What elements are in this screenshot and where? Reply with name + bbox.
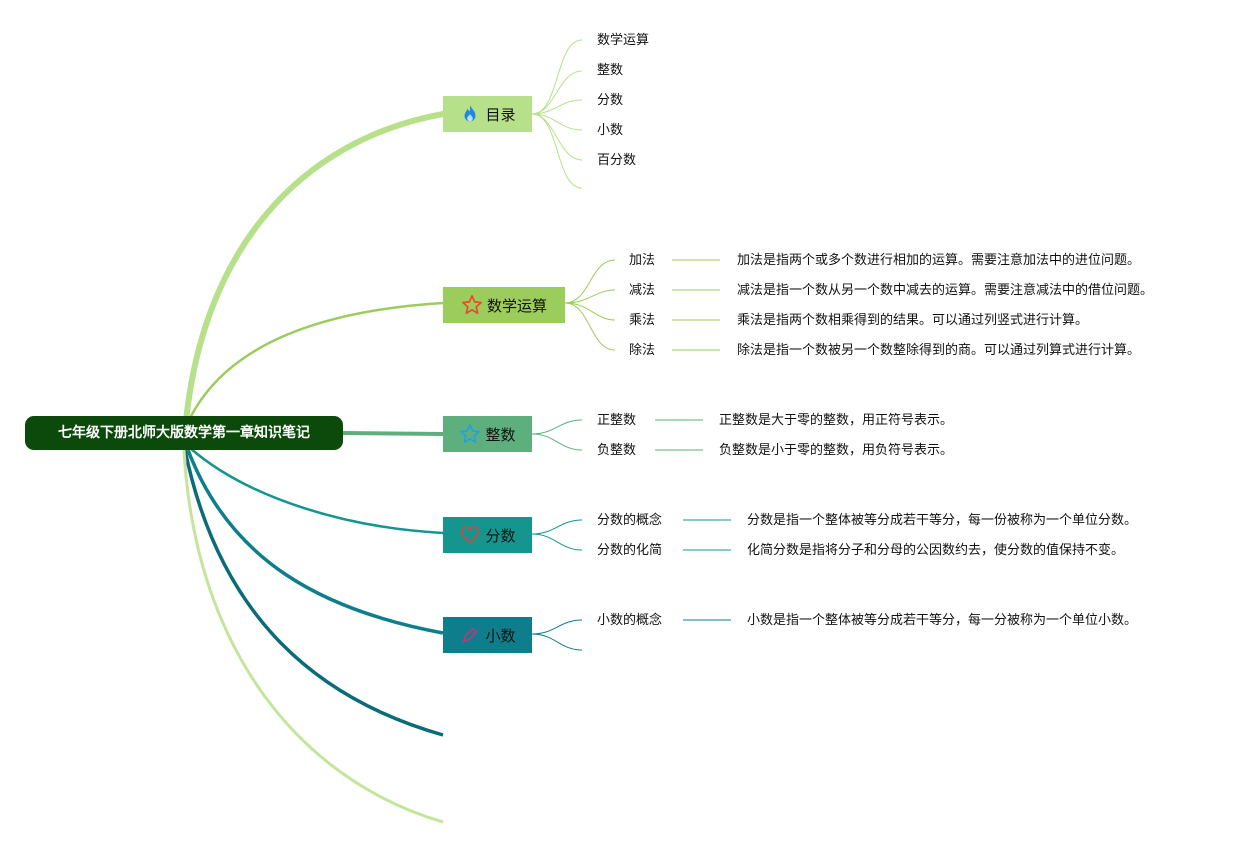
star-outline-icon <box>460 424 481 444</box>
branch-xiaoshu-label: 小数 <box>485 626 516 645</box>
yunsuan-item-name[interactable]: 加法 <box>629 253 656 268</box>
star-icon <box>461 295 482 315</box>
yunsuan-item-name[interactable]: 减法 <box>629 283 656 298</box>
link-root-extra-light <box>182 449 444 824</box>
mulu-item[interactable]: 数学运算 <box>597 33 650 48</box>
fenshu-item-name[interactable]: 分数的化简 <box>597 543 663 558</box>
yunsuan-item-desc[interactable]: 加法是指两个或多个数进行相加的运算。需要注意加法中的进位问题。 <box>737 253 1141 268</box>
link-root-zhengshu <box>342 431 444 436</box>
branch-yunsuan-label: 数学运算 <box>486 296 547 315</box>
zhengshu-item-name[interactable]: 负整数 <box>597 443 637 458</box>
yunsuan-item-desc[interactable]: 除法是指一个数被另一个数整除得到的商。可以通过列算式进行计算。 <box>737 343 1141 358</box>
branch-mulu[interactable]: 目录 <box>443 96 532 132</box>
fire-icon <box>464 104 476 122</box>
mulu-item[interactable]: 百分数 <box>597 153 637 168</box>
link-root-extra-dark <box>183 449 444 737</box>
xiaoshu-item-desc[interactable]: 小数是指一个整体被等分成若干等分，每一分被称为一个单位小数。 <box>747 613 1138 628</box>
link-root-fenshu <box>189 447 444 535</box>
yunsuan-item-desc[interactable]: 乘法是指两个数相乘得到的结果。可以通过列竖式进行计算。 <box>737 313 1089 328</box>
mulu-item[interactable]: 整数 <box>597 63 624 78</box>
zhengshu-item-desc[interactable]: 正整数是大于零的整数，用正符号表示。 <box>719 413 954 428</box>
mulu-item[interactable]: 分数 <box>597 93 624 108</box>
fenshu-item-name[interactable]: 分数的概念 <box>597 513 663 528</box>
pencil-icon <box>463 627 478 643</box>
zhengshu-item-desc[interactable]: 负整数是小于零的整数，用负符号表示。 <box>719 443 954 458</box>
link-root-mulu <box>182 111 446 435</box>
fenshu-item-desc[interactable]: 化简分数是指将分子和分母的公因数约去，使分数的值保持不变。 <box>747 543 1125 558</box>
branch-zhengshu[interactable]: 整数 <box>443 416 532 452</box>
yunsuan-item-name[interactable]: 除法 <box>629 343 656 358</box>
yunsuan-item-desc[interactable]: 减法是指一个数从另一个数中减去的运算。需要注意减法中的借位问题。 <box>737 283 1154 298</box>
branch-zhengshu-label: 整数 <box>485 425 516 444</box>
zhengshu-item-name[interactable]: 正整数 <box>597 413 637 428</box>
link-root-xiaoshu <box>186 449 444 635</box>
root-topic[interactable]: 七年级下册北师大版数学第一章知识笔记 <box>25 416 343 450</box>
yunsuan-item-name[interactable]: 乘法 <box>629 313 656 328</box>
branch-fenshu[interactable]: 分数 <box>443 517 532 553</box>
branch-xiaoshu[interactable]: 小数 <box>443 617 532 653</box>
link-root-yunsuan <box>188 301 444 419</box>
mulu-item[interactable]: 小数 <box>597 123 624 138</box>
branch-yunsuan[interactable]: 数学运算 <box>443 287 565 323</box>
xiaoshu-item-name[interactable]: 小数的概念 <box>597 613 663 628</box>
branch-fenshu-label: 分数 <box>485 526 516 545</box>
fenshu-item-desc[interactable]: 分数是指一个整体被等分成若干等分，每一份被称为一个单位分数。 <box>747 513 1138 528</box>
heart-icon <box>461 526 480 544</box>
branch-mulu-label: 目录 <box>485 105 516 124</box>
